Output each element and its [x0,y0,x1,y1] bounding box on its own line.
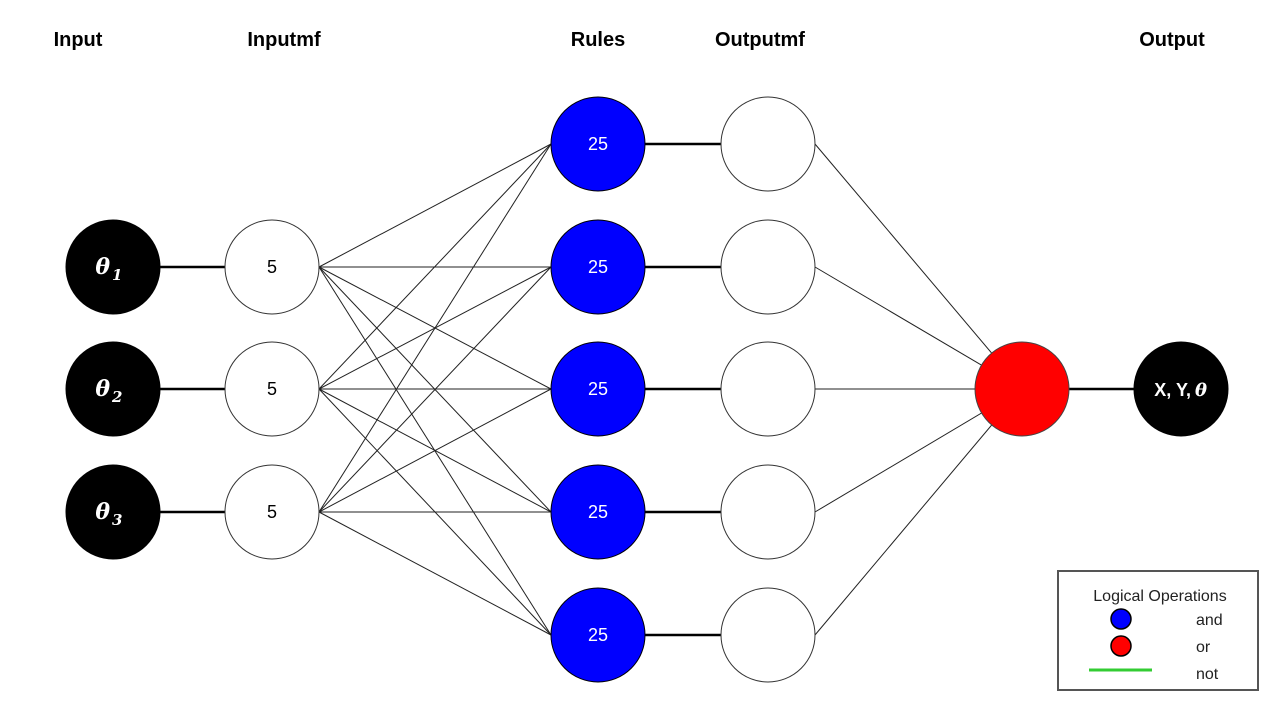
inputmf-node-circle [224,464,320,560]
outputmf-aggregator-connector [814,388,1023,636]
legend-not-label: not [1196,666,1219,683]
rule-node-label: 25 [588,502,608,522]
outputmf-node [720,464,816,560]
column-title-rules: Rules [571,29,625,51]
legend-title: Logical Operations [1093,588,1226,605]
input-node-circle [65,464,161,560]
rule-node-label: 25 [588,379,608,399]
inputmf-node-label: 5 [267,379,277,399]
output-node-theta: θ [1195,380,1207,401]
mf-rule-connector [318,388,552,513]
mf-rule-connector [318,143,552,513]
rule-node-circle [550,96,646,192]
inputmf-node-label: 5 [267,502,277,522]
rule-node: 25 [550,96,646,192]
mf-rule-connector [318,143,552,390]
column-title-outputmf: Outputmf [715,29,805,51]
outputmf-node [720,96,816,192]
legend-or-swatch [1110,635,1132,657]
column-title-output: Output [1139,29,1205,51]
output-node-label: X, Y, [1154,380,1191,400]
legend-or-label: or [1196,639,1211,656]
outputmf-node [720,219,816,315]
output-node: X, Y,θ [1133,341,1229,437]
legend-and-label: and [1196,612,1223,629]
rule-node-label: 25 [588,134,608,154]
inputmf-node-circle [224,219,320,315]
rule-node: 25 [550,341,646,437]
rule-node-label: 25 [588,625,608,645]
inputmf-node-label: 5 [267,257,277,277]
rule-node-label: 25 [588,257,608,277]
outputmf-node [720,587,816,683]
input-node-subscript: 3 [112,511,122,529]
outputmf-aggregator-connector [814,143,1023,390]
legend-and-swatch [1110,608,1132,630]
input-node-symbol: θ [95,499,110,525]
input-node-symbol: θ [95,254,110,280]
legend: Logical Operations and or not [1057,570,1259,691]
input-node-subscript: 2 [111,388,122,406]
rule-node: 25 [550,587,646,683]
rule-node: 25 [550,464,646,560]
inputmf-node: 5 [224,464,320,560]
inputmf-node-circle [224,341,320,437]
mf-rule-connector [318,266,552,513]
rule-node: 25 [550,219,646,315]
inputmf-node: 5 [224,219,320,315]
rule-node-circle [550,464,646,560]
rule-node-circle [550,219,646,315]
rule-node-circle [550,587,646,683]
output-node-circle [1133,341,1229,437]
input-node-circle [65,219,161,315]
rule-node-circle [550,341,646,437]
input-node-symbol: θ [95,376,110,402]
input-node-circle [65,341,161,437]
column-title-input: Input [54,29,103,51]
column-title-inputmf: Inputmf [247,29,321,51]
connection-lines [160,142,1134,637]
mf-rule-connector [318,511,552,636]
mf-rule-connector [318,143,552,268]
outputmf-node [720,341,816,437]
inputmf-node: 5 [224,341,320,437]
aggregator-node [974,341,1070,437]
input-node-subscript: 1 [112,266,122,284]
